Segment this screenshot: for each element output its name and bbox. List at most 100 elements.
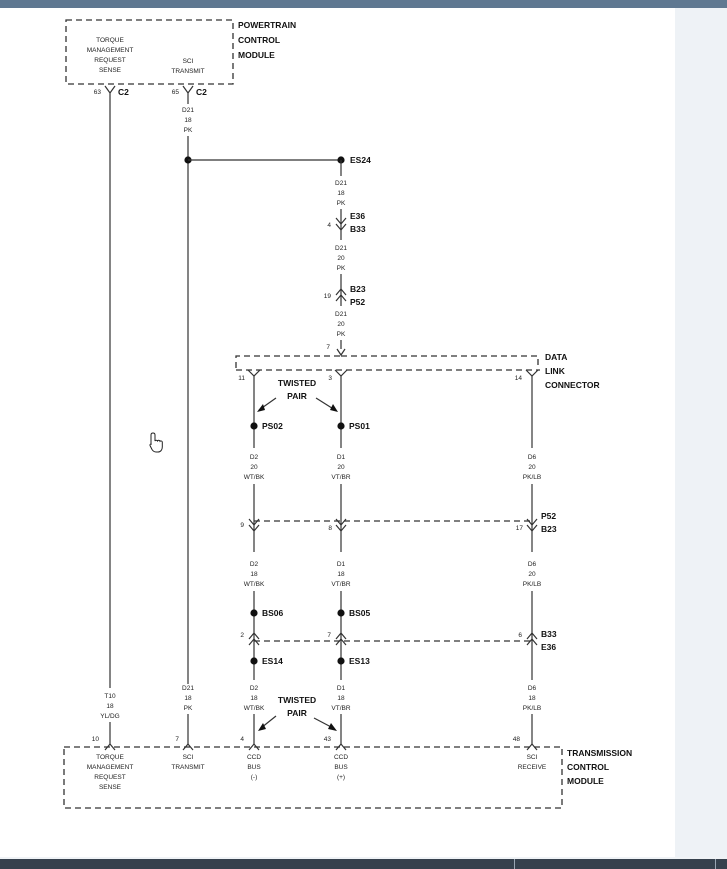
dlc-pin-14: 14 <box>515 375 523 382</box>
connector-p52-pin-9: 9 <box>240 522 244 529</box>
tcm-pin-7: 7 <box>175 736 179 743</box>
wire-d1-20-label-1: D1 <box>337 454 346 461</box>
wire-d2-20-label-1: D2 <box>250 454 259 461</box>
wire-d1-18-a-label-1: D1 <box>337 561 346 568</box>
dlc-box-top <box>235 355 539 368</box>
twisted-pair-lower-arrowhead-right <box>328 723 337 731</box>
wire-d2-18-a-label-1: D2 <box>250 561 259 568</box>
tcm-title-3: MODULE <box>567 776 604 786</box>
tcm-box <box>63 746 563 809</box>
tcm-pin5-label-1: SCI <box>527 754 538 761</box>
twisted-pair-lower-arrowhead-left <box>258 723 266 731</box>
wire-d21-20-a-label-2: 20 <box>337 255 345 262</box>
tcm-pin2-label-2: TRANSMIT <box>171 764 204 771</box>
wire-d1-20-label-2: 20 <box>337 464 345 471</box>
wire-t10-label-3: YL/DG <box>100 713 120 720</box>
wire-d6-20-a-label-1: D6 <box>528 454 537 461</box>
wire-d2-18-b-label-3: WT/BK <box>244 705 265 712</box>
wire-d1-20-label-3: VT/BR <box>331 474 350 481</box>
terminal-63 <box>104 85 116 100</box>
connector-p52-b23-chevron-mid <box>335 518 347 532</box>
connector-p52-b23-chevron-right <box>526 518 538 532</box>
connector-p52-b23-chevron-left <box>248 518 260 532</box>
tcm-terminal-10 <box>104 743 116 751</box>
tcm-pin1-label-2: MANAGEMENT <box>87 764 134 771</box>
pcm-box <box>65 19 234 85</box>
tcm-pin-48: 48 <box>513 736 521 743</box>
connector-b23-label-2: B23 <box>541 524 557 534</box>
tcm-pin4-label-2: BUS <box>334 764 348 771</box>
connector-b33-pin-6: 6 <box>518 632 522 639</box>
wire-es24-label-2: 18 <box>337 190 345 197</box>
splice-ps02-label: PS02 <box>262 421 283 431</box>
pcm-pin-right-label-2: TRANSMIT <box>171 68 204 75</box>
pcm-title-2: CONTROL <box>238 35 280 45</box>
connector-b33-e36-chevron-mid <box>335 632 347 646</box>
pcm-pin-left-num: 63 <box>94 89 102 96</box>
tcm-pin-4: 4 <box>240 736 244 743</box>
tcm-terminal-48 <box>526 743 538 751</box>
wire-d1-18-b-label-3: VT/BR <box>331 705 350 712</box>
wire-d2-18-b-label-1: D2 <box>250 685 259 692</box>
connector-b23-label: B23 <box>350 284 366 294</box>
tcm-pin-43: 43 <box>324 736 332 743</box>
wire-d1-18-b-label-1: D1 <box>337 685 346 692</box>
tcm-pin-10: 10 <box>92 736 100 743</box>
tcm-terminal-4 <box>248 743 260 751</box>
wire-d2-18-a-label-2: 18 <box>250 571 258 578</box>
dlc-pin-11: 11 <box>238 375 245 382</box>
wire-d2-18-a-label-3: WT/BK <box>244 581 265 588</box>
connector-b33-label-2: B33 <box>541 629 557 639</box>
twisted-pair-upper-arrowhead-left <box>257 404 265 412</box>
connector-e36-label: E36 <box>350 211 365 221</box>
connector-b33-label: B33 <box>350 224 366 234</box>
connector-b33-e36-chevron-right <box>526 632 538 646</box>
splice-bs05-dot <box>337 609 345 617</box>
connector-b33-pin-2: 2 <box>240 632 244 639</box>
dlc-pin-7-terminal <box>336 348 346 357</box>
wire-d21-bottom-label-1: D21 <box>182 685 194 692</box>
wire-es24-label-1: D21 <box>335 180 347 187</box>
bottom-bar-divider-2 <box>715 859 716 869</box>
connector-p52-label-2: P52 <box>541 511 556 521</box>
wire-d21-20-b-label-3: PK <box>337 331 346 338</box>
pcm-title-1: POWERTRAIN <box>238 20 296 30</box>
wire-d21-top-label-3: PK <box>184 127 193 134</box>
tcm-pin1-label-1: TORQUE <box>96 754 124 761</box>
wire-d21-top-label-2: 18 <box>184 117 192 124</box>
tcm-pin5-label-2: RECEIVE <box>518 764 547 771</box>
diagram-paper <box>0 8 675 857</box>
splice-ps01-label: PS01 <box>349 421 370 431</box>
dlc-terminal-14 <box>525 369 539 377</box>
tcm-pin3-label-3: (-) <box>251 774 258 781</box>
wire-d21-20-b-label-1: D21 <box>335 311 347 318</box>
pcm-title-3: MODULE <box>238 50 275 60</box>
wire-es24-label-3: PK <box>337 200 346 207</box>
tcm-pin3-label-2: BUS <box>247 764 261 771</box>
tcm-pin3-label-1: CCD <box>247 754 261 761</box>
dlc-title-2: LINK <box>545 366 566 376</box>
dlc-title-1: DATA <box>545 352 567 362</box>
wire-d6-18-label-3: PK/LB <box>523 705 541 712</box>
window-top-bar <box>0 0 727 8</box>
splice-ps01-dot <box>337 422 345 430</box>
connector-b23-p52 <box>335 288 347 302</box>
tcm-title-1: TRANSMISSION <box>567 748 632 758</box>
pcm-pin-right-label-1: SCI <box>183 58 194 65</box>
tcm-pin1-label-3: REQUEST <box>94 774 125 781</box>
pcm-pin-left-label-4: SENSE <box>99 67 122 74</box>
terminal-65 <box>182 85 194 100</box>
hand-cursor-icon <box>149 432 163 453</box>
tcm-title-2: CONTROL <box>567 762 609 772</box>
connector-b33-pin-7: 7 <box>327 632 331 639</box>
connector-b33-e36-chevron-left <box>248 632 260 646</box>
tcm-terminal-7 <box>182 743 194 751</box>
wire-d1-18-b-label-2: 18 <box>337 695 345 702</box>
wire-d6-20-a-label-2: 20 <box>528 464 536 471</box>
wire-t10-label-2: 18 <box>106 703 114 710</box>
right-margin <box>675 8 727 857</box>
splice-bs06-label: BS06 <box>262 608 284 618</box>
connector-p52-label: P52 <box>350 297 365 307</box>
tcm-terminal-43 <box>335 743 347 751</box>
